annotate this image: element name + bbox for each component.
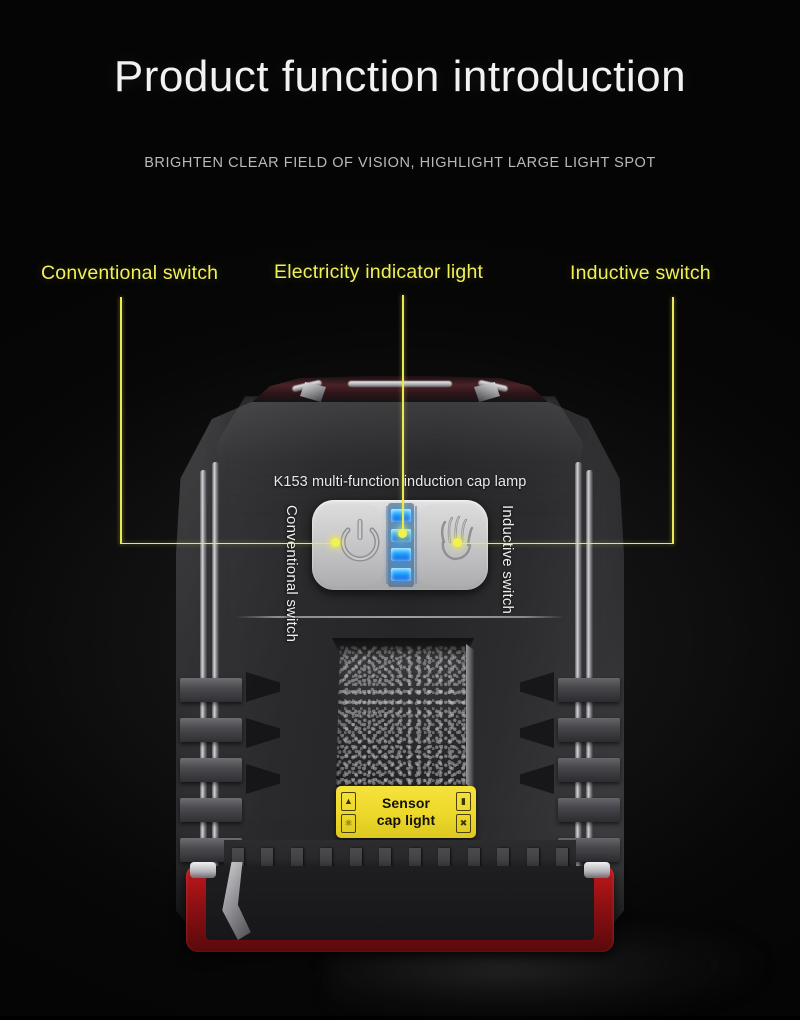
heat-fin-left-3 (180, 758, 242, 782)
leader-dot-inductive-switch (453, 538, 462, 547)
heat-fin-right-4 (558, 798, 620, 822)
sticker-marks-left: ▲ ⚛ (341, 791, 356, 833)
callout-inductive-switch: Inductive switch (570, 262, 711, 284)
leader-line-left-vertical (120, 297, 122, 544)
base-cap-left (190, 862, 216, 878)
sensor-cap-light-sticker: ▲ ⚛ Sensor cap light ▮ ✖ (336, 786, 476, 838)
heat-fin-left-4 (180, 798, 242, 822)
sticker-marks-right: ▮ ✖ (456, 791, 471, 833)
heat-fin-right-1 (558, 678, 620, 702)
heat-fin-right-2 (558, 718, 620, 742)
rohs-mark-icon: ⚛ (341, 813, 356, 833)
product-model-name: K153 multi-function induction cap lamp (273, 474, 527, 490)
crown-chrome-center (348, 381, 452, 387)
callout-electricity-indicator-light: Electricity indicator light (274, 261, 484, 283)
sticker-line-2: cap light (376, 812, 436, 828)
base-cap-right (584, 862, 610, 878)
inductive-switch-button[interactable] (416, 504, 484, 586)
panel-divider-left (386, 506, 388, 584)
leader-line-left-horizontal (120, 542, 336, 545)
control-panel (312, 500, 488, 590)
led-indicator-3 (391, 548, 411, 562)
leader-line-right-vertical (672, 297, 674, 544)
callout-conventional-switch: Conventional switch (41, 262, 219, 284)
leader-dot-conventional-switch (331, 538, 340, 547)
reflector-edge-highlight (466, 644, 474, 790)
side-rail-right-outer (586, 470, 593, 870)
conventional-switch-button[interactable] (316, 504, 384, 586)
heat-fin-left-1 (180, 678, 242, 702)
ce-mark-icon: ▲ (341, 791, 356, 811)
product-label-conventional-switch: Conventional switch (283, 505, 300, 643)
heat-fin-right-3 (558, 758, 620, 782)
led-indicator-4 (391, 567, 411, 581)
panel-divider-right (415, 506, 417, 584)
battery-mark-icon: ▮ (456, 791, 471, 811)
side-rail-left-outer (200, 470, 207, 870)
leader-line-right-horizontal (458, 542, 673, 545)
page-subtitle: BRIGHTEN CLEAR FIELD OF VISION, HIGHLIGH… (144, 155, 656, 171)
crown-clip-left (300, 382, 326, 402)
led-indicator-1 (391, 509, 411, 523)
heat-fin-left-2 (180, 718, 242, 742)
leader-dot-indicator-light (398, 529, 407, 538)
weee-bin-icon: ✖ (456, 813, 471, 833)
side-rail-right-inner (575, 462, 582, 874)
body-glare (216, 396, 584, 516)
leader-line-center-vertical (402, 295, 404, 534)
base-inner-recess (206, 866, 594, 940)
power-icon (340, 519, 380, 562)
side-rail-left-inner (212, 462, 219, 874)
sticker-text: Sensor cap light (377, 795, 435, 830)
body-seam-line (236, 616, 564, 618)
textured-reflector-panel (336, 646, 470, 788)
product-label-inductive-switch: Inductive switch (499, 505, 516, 615)
page-title: Product function introduction (113, 52, 687, 101)
sticker-line-1: Sensor (381, 794, 431, 811)
battery-indicator-leds (388, 503, 414, 587)
